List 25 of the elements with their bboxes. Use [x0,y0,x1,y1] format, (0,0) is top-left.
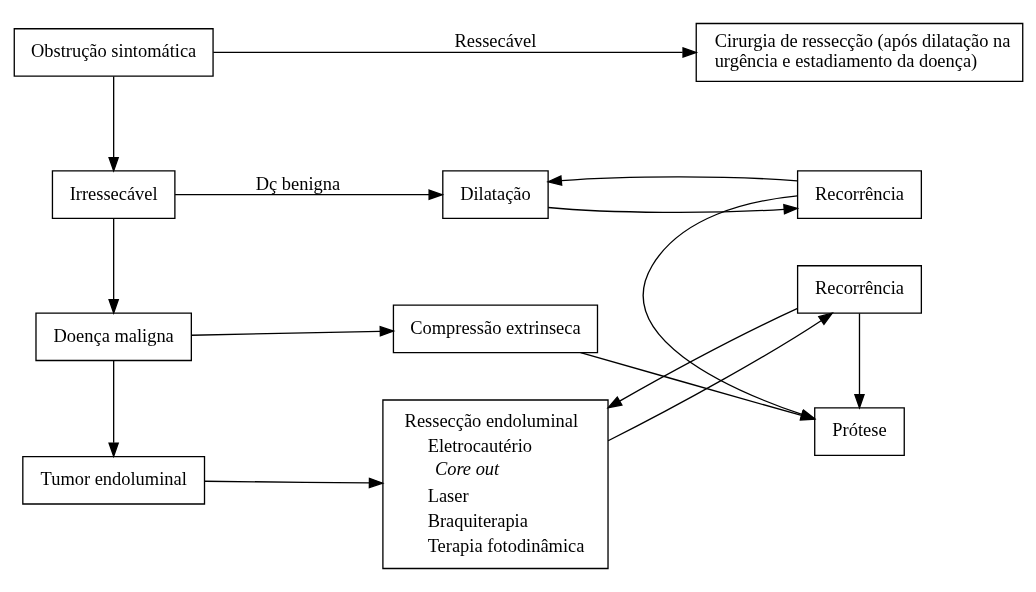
arrow [607,312,834,442]
node-box: Prótese [813,407,905,456]
node-box: Tumor endoluminal [21,455,205,505]
node-box: Compressão extrinseca [392,304,598,354]
arrow [853,312,865,410]
node-box: Irressecável [51,170,176,219]
arrow [545,175,798,187]
node-box: Recorrência [796,170,922,219]
node-box: Dilatação [441,170,549,219]
node-box: Ressecção endoluminal Eletrocautério Core out Laser Braquiterapia Terapia fotodinâmica [381,399,609,570]
edge-label: Ressecável [454,31,536,52]
node-box: Cirurgia de ressecção (após dilatação na urgência e estadiamento da doença) [695,22,1023,83]
arrow [107,359,119,459]
arrow [107,218,119,315]
node-box: Doença maligna [34,312,192,362]
arrow [203,477,385,489]
arrow [173,189,444,201]
arrow [212,46,698,58]
arrow [190,325,395,337]
arrow [107,75,119,173]
node-box: Recorrência [796,265,922,314]
arrow [547,203,799,215]
node-box: Obstrução sintomática [13,28,214,77]
edge-label: Dç benigna [255,173,340,194]
arrow [605,307,798,409]
